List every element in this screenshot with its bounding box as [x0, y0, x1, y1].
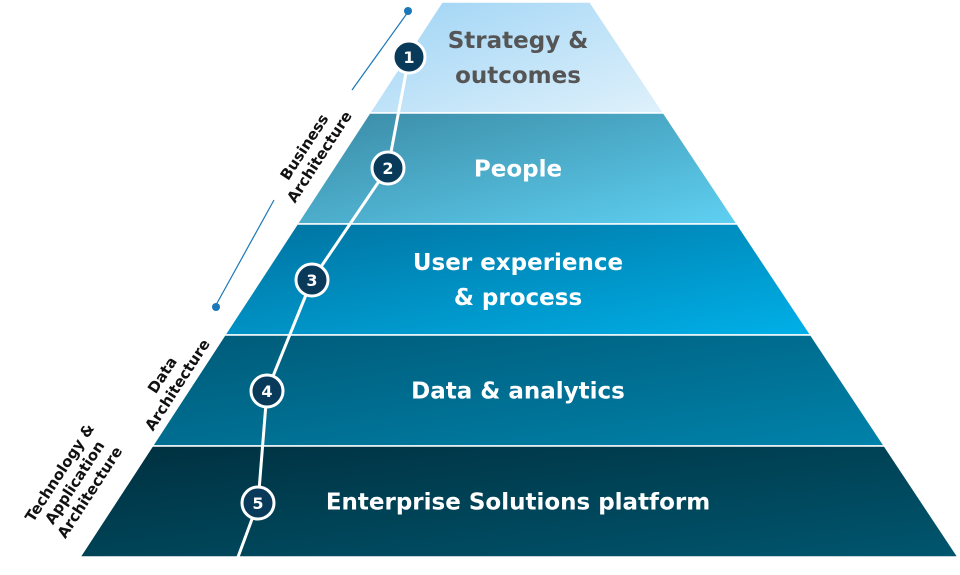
architecture-brackets — [212, 7, 412, 311]
layer-label: outcomes — [455, 63, 581, 89]
step-marker-4: 4 — [249, 373, 285, 409]
step-number: 2 — [382, 159, 393, 178]
pyramid-layer-2: People — [295, 112, 739, 225]
step-marker-3: 3 — [294, 262, 330, 298]
pyramid-layer-5: Enterprise Solutions platform — [78, 445, 960, 558]
layer-band — [78, 445, 960, 558]
step-number: 1 — [403, 48, 414, 67]
step-number: 5 — [252, 494, 263, 513]
pyramid-layer-4: Data & analytics — [151, 334, 886, 447]
step-number: 4 — [261, 382, 272, 401]
step-marker-2: 2 — [370, 150, 406, 186]
step-marker-1: 1 — [391, 39, 427, 75]
layer-label: Data & analytics — [411, 379, 625, 405]
business-bracket-line — [351, 11, 409, 91]
pyramid-layer-1: Strategy & outcomes — [368, 1, 665, 114]
layer-label: Strategy & — [448, 28, 589, 54]
data-bracket-dot — [212, 303, 220, 311]
layer-label: & process — [454, 285, 582, 311]
data-bracket-line — [215, 199, 275, 306]
business-bracket-dot — [404, 7, 412, 15]
layer-label: People — [474, 157, 562, 183]
step-number: 3 — [306, 271, 317, 290]
layer-label: User experience — [413, 250, 623, 276]
step-marker-5: 5 — [240, 485, 276, 521]
layer-label: Enterprise Solutions platform — [326, 490, 710, 516]
